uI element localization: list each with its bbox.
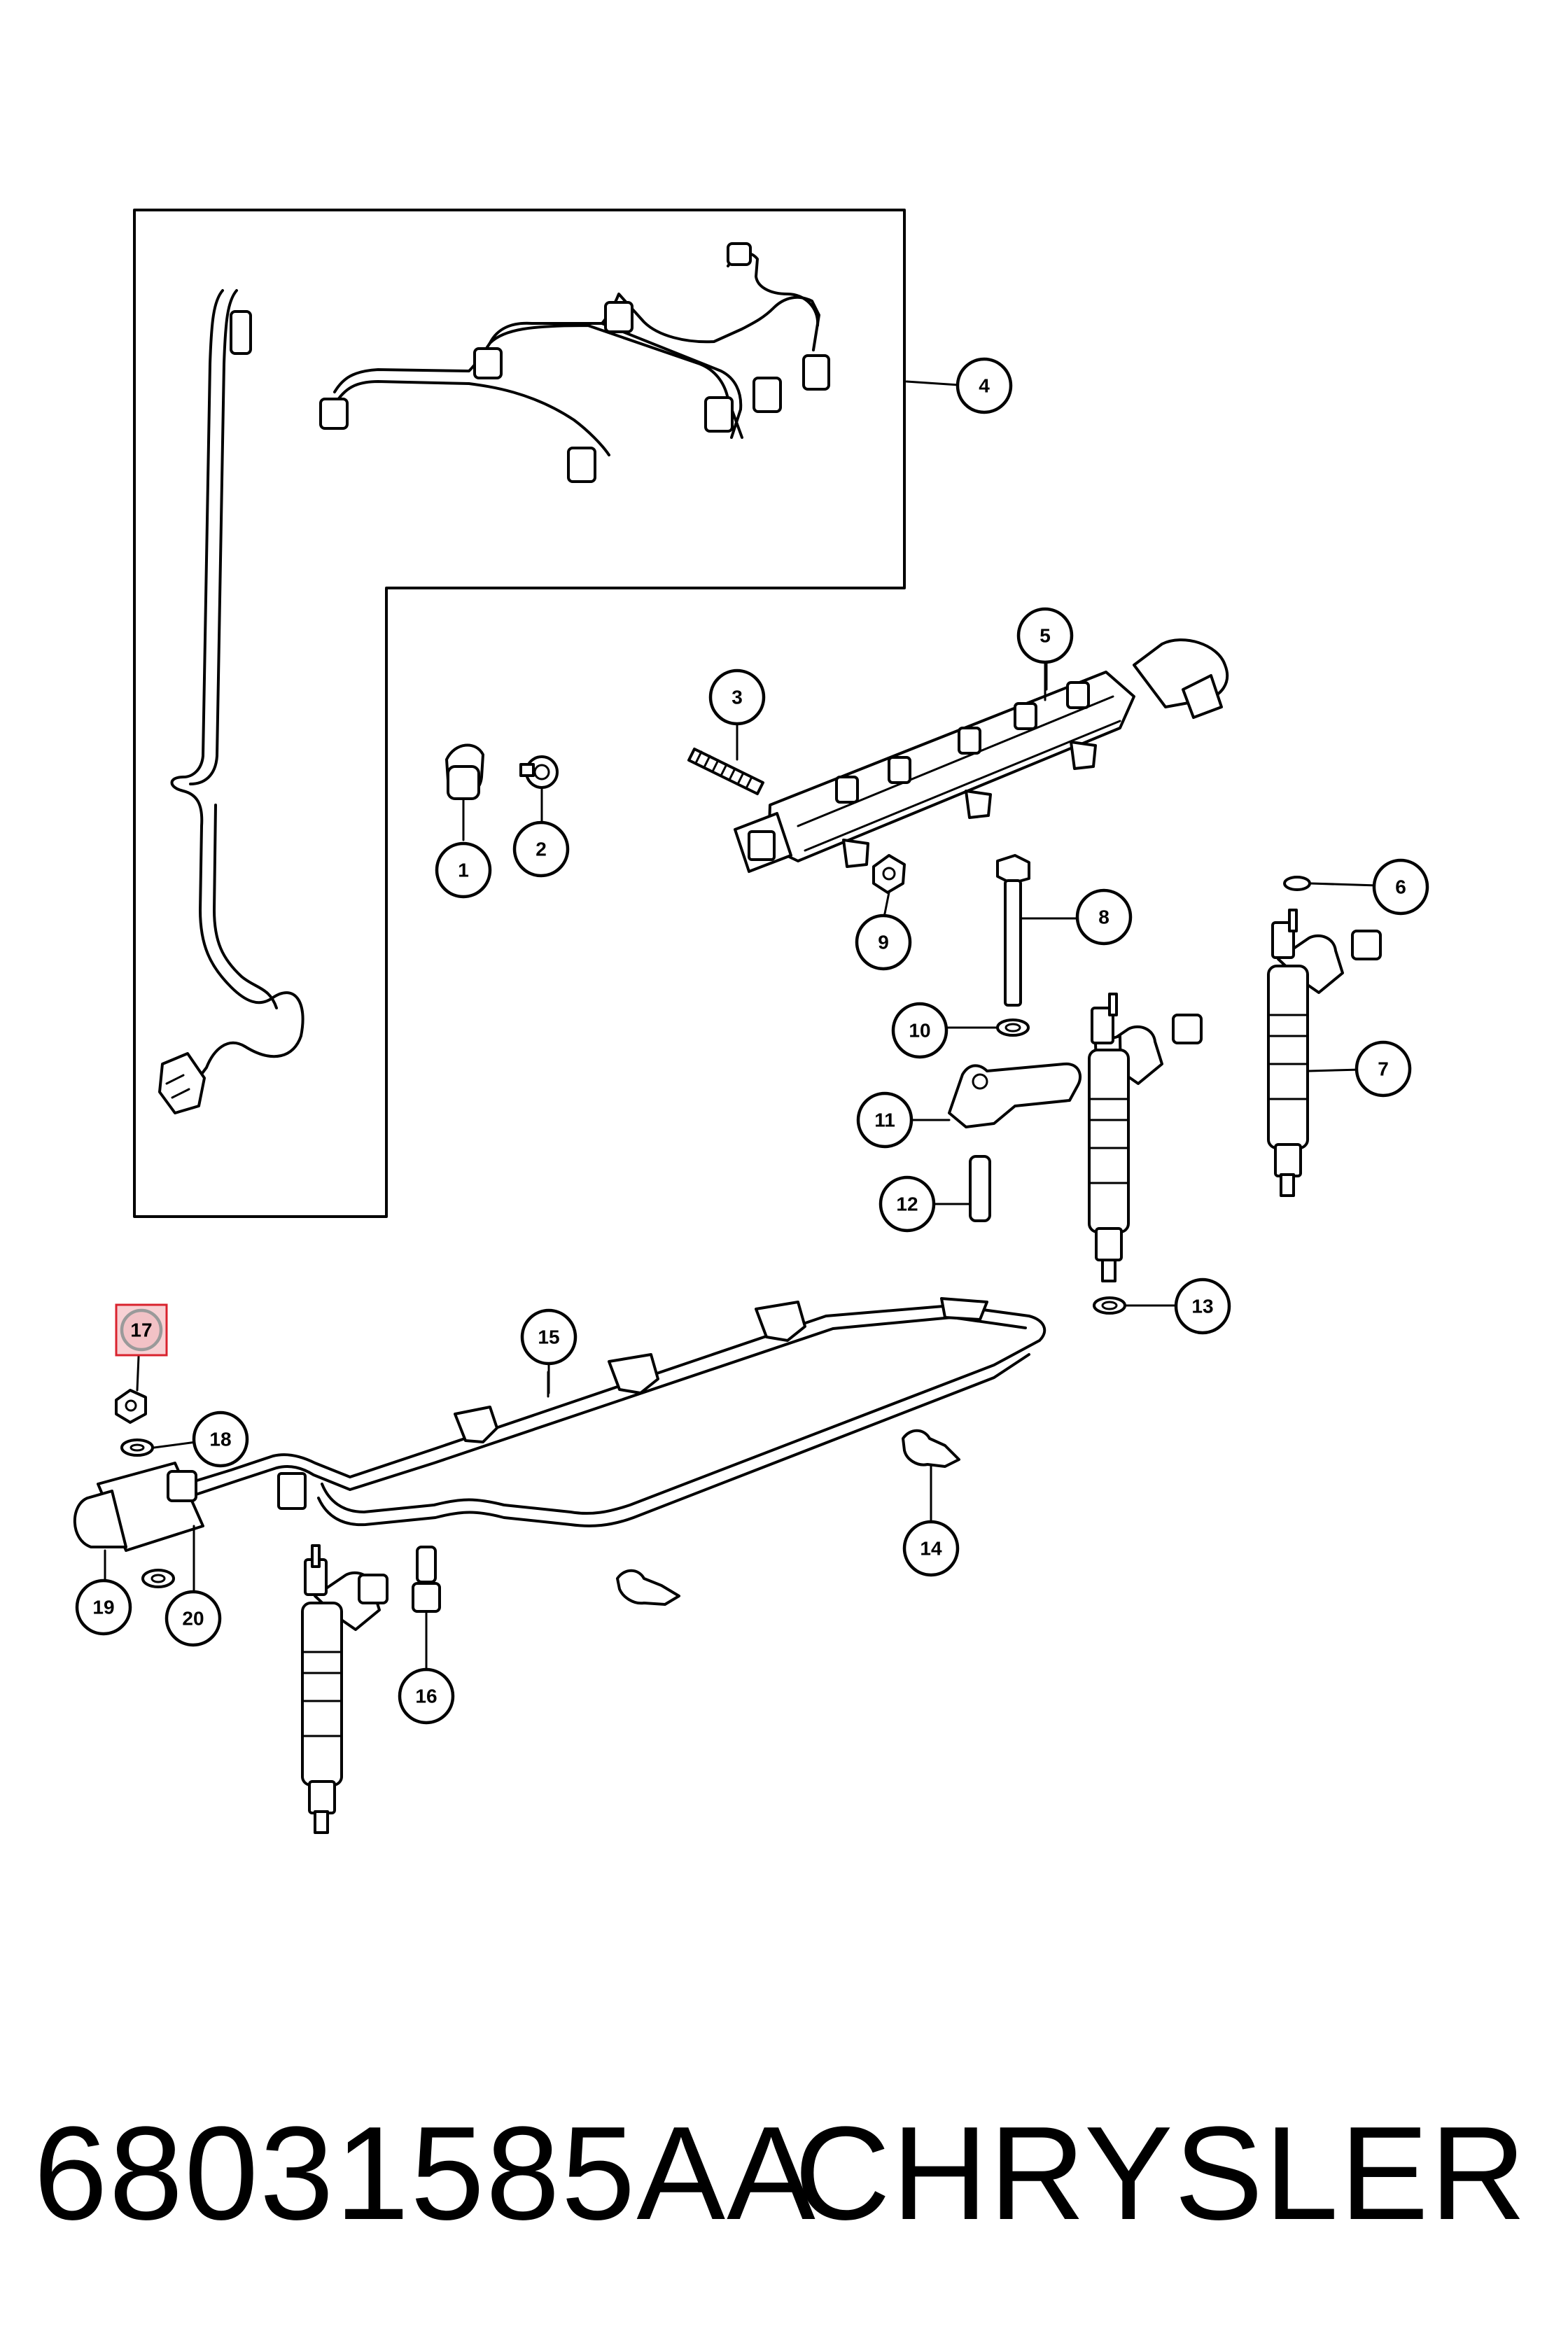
callout-label: 1 (458, 860, 469, 881)
callout-label: 18 (209, 1429, 231, 1450)
callout-label: 15 (538, 1326, 559, 1348)
callout-label: 19 (92, 1597, 114, 1618)
callout-label: 12 (896, 1194, 918, 1215)
wiring-harness (73, 1297, 1046, 1552)
callout-label: 20 (182, 1608, 204, 1630)
callout-6[interactable]: 6 (1372, 858, 1429, 916)
washer-part (942, 1018, 1030, 1037)
callout-label: 6 (1395, 876, 1406, 898)
injector-center (1088, 993, 1203, 1282)
callout-label: 17 (130, 1320, 152, 1341)
callout-3[interactable]: 3 (708, 668, 766, 726)
callout-11[interactable]: 11 (856, 1091, 913, 1149)
callout-label: 4 (979, 375, 990, 397)
callout-4[interactable]: 4 (955, 357, 1013, 414)
fuel-rail (734, 638, 1229, 873)
callout-16[interactable]: 16 (398, 1667, 455, 1725)
callout-1[interactable]: 1 (435, 841, 492, 899)
harness-clip-lower-part (616, 1569, 680, 1606)
nut-part (872, 854, 906, 922)
brand-name: CHRYSLER (794, 2099, 1527, 2248)
callout-label: 7 (1378, 1058, 1389, 1080)
nut-17-part (115, 1355, 147, 1424)
part-number: 68031585AA (34, 2099, 817, 2248)
callout-label: 3 (732, 687, 743, 708)
fuel-injector-lines (319, 242, 830, 483)
callout-7[interactable]: 7 (1354, 1040, 1412, 1098)
harness-clip-part (902, 1429, 960, 1524)
sensor-part (412, 1546, 441, 1674)
leader-4 (905, 380, 960, 386)
callout-17[interactable]: 17 (115, 1303, 168, 1357)
callout-label: 8 (1098, 906, 1110, 928)
callout-label: 5 (1040, 625, 1051, 647)
callout-label: 9 (878, 932, 889, 953)
callout-10[interactable]: 10 (891, 1002, 948, 1059)
callout-label: 14 (920, 1538, 942, 1560)
injector-right (1267, 909, 1382, 1197)
callout-12[interactable]: 12 (878, 1175, 936, 1233)
callout-label: 16 (415, 1686, 437, 1707)
dowel-pin-part (931, 1155, 991, 1222)
washer-20-part (141, 1525, 195, 1597)
clamp-part (909, 1062, 1082, 1128)
washer-18-part (120, 1438, 197, 1457)
callout-14[interactable]: 14 (902, 1520, 960, 1577)
callout-13[interactable]: 13 (1174, 1278, 1231, 1335)
injector-lower (301, 1544, 388, 1834)
long-bolt-part (996, 854, 1083, 1007)
group-frame (133, 209, 906, 1218)
callout-label: 10 (909, 1020, 930, 1042)
callout-15[interactable]: 15 (520, 1308, 578, 1366)
callout-label: 13 (1191, 1296, 1213, 1317)
callout-9[interactable]: 9 (855, 913, 912, 971)
connector-part (445, 743, 484, 841)
injector-washer-part (1093, 1296, 1184, 1315)
callout-label: 11 (874, 1110, 895, 1131)
bolt-part (519, 755, 559, 834)
fuel-supply-line (158, 289, 304, 1114)
footer: 68031585AA CHRYSLER (0, 2090, 1568, 2258)
callout-19[interactable]: 19 (75, 1578, 132, 1636)
callout-label: 2 (536, 839, 547, 860)
callout-20[interactable]: 20 (164, 1590, 222, 1647)
stud-part (687, 748, 764, 795)
callout-8[interactable]: 8 (1075, 888, 1133, 946)
washer-small-part (1283, 876, 1379, 891)
callout-5[interactable]: 5 (1016, 607, 1074, 664)
callout-2[interactable]: 2 (512, 820, 570, 878)
callout-18[interactable]: 18 (192, 1410, 249, 1468)
